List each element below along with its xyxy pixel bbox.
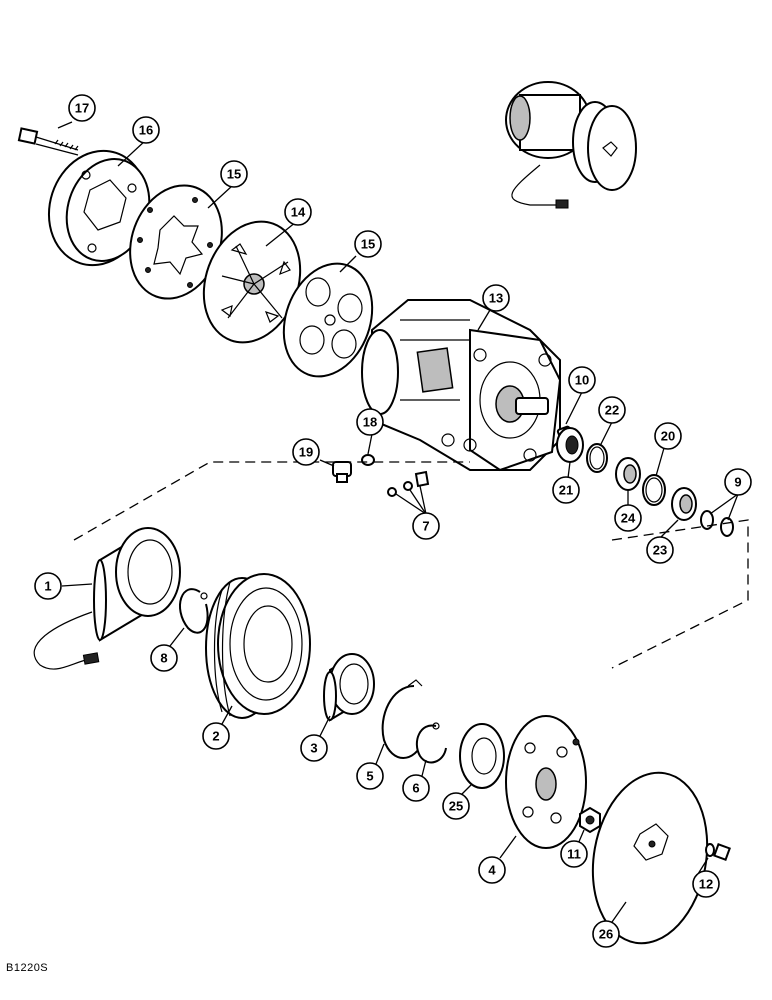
part-9-shims — [700, 510, 734, 537]
svg-text:12: 12 — [699, 877, 713, 892]
callout-17: 17 — [68, 94, 96, 122]
part-23-felt-ring — [671, 487, 697, 521]
callout-11: 11 — [560, 840, 588, 868]
callout-20: 20 — [654, 422, 682, 450]
callout-15b: 15 — [354, 230, 382, 258]
callout-13: 13 — [482, 284, 510, 312]
part-19-plug — [332, 461, 352, 483]
svg-text:10: 10 — [575, 373, 589, 388]
svg-text:6: 6 — [412, 781, 419, 796]
callout-1: 1 — [34, 572, 62, 600]
callout-14: 14 — [284, 198, 312, 226]
svg-text:21: 21 — [559, 483, 573, 498]
svg-text:8: 8 — [160, 651, 167, 666]
part-24-seal-seat — [615, 457, 641, 491]
callout-15: 15 — [220, 160, 248, 188]
part-21-seal — [556, 427, 584, 463]
callout-19: 19 — [292, 438, 320, 466]
part-2-pulley — [205, 573, 311, 719]
callout-23: 23 — [646, 536, 674, 564]
part-12-screw-washer — [705, 843, 731, 861]
svg-text:9: 9 — [734, 475, 741, 490]
svg-text:14: 14 — [291, 205, 306, 220]
svg-text:11: 11 — [567, 847, 581, 862]
svg-text:1: 1 — [44, 579, 51, 594]
part-13-compressor-body — [361, 299, 562, 472]
callout-12: 12 — [692, 870, 720, 898]
callout-5: 5 — [356, 762, 384, 790]
figure-id-label: B1220S — [6, 962, 49, 974]
svg-text:18: 18 — [363, 415, 377, 430]
part-15-shim-plate-lower — [282, 262, 374, 378]
svg-text:20: 20 — [661, 429, 675, 444]
svg-text:13: 13 — [489, 291, 503, 306]
callout-26: 26 — [592, 920, 620, 948]
svg-text:19: 19 — [299, 445, 313, 460]
callout-6: 6 — [402, 774, 430, 802]
svg-text:2: 2 — [212, 729, 219, 744]
svg-text:24: 24 — [621, 511, 636, 526]
svg-text:4: 4 — [488, 863, 496, 878]
part-14-drive-plate — [202, 220, 302, 344]
svg-text:22: 22 — [605, 403, 619, 418]
part-11-nut — [579, 806, 601, 834]
callout-9: 9 — [724, 468, 752, 496]
part-4-clutch-hub-plate — [505, 715, 587, 849]
callout-21: 21 — [552, 476, 580, 504]
part-26-front-cover — [591, 771, 709, 945]
svg-text:5: 5 — [366, 769, 373, 784]
leader-lines — [57, 121, 739, 923]
callout-3: 3 — [300, 734, 328, 762]
svg-text:7: 7 — [422, 519, 429, 534]
callout-2: 2 — [202, 722, 230, 750]
callout-7: 7 — [412, 512, 440, 540]
part-3-pulley-bearing — [323, 653, 375, 722]
svg-text:23: 23 — [653, 543, 667, 558]
callout-18: 18 — [356, 408, 384, 436]
callout-8: 8 — [150, 644, 178, 672]
part-22-snap-ring — [586, 443, 608, 473]
svg-text:25: 25 — [449, 799, 463, 814]
part-6-snap-ring — [415, 722, 447, 764]
svg-text:17: 17 — [75, 101, 89, 116]
part-15-shim-plate-upper — [129, 184, 223, 300]
part-18-o-ring — [361, 454, 375, 466]
svg-text:15: 15 — [361, 237, 375, 252]
part-1-field-coil — [33, 527, 181, 670]
part-7-screws — [387, 470, 430, 497]
part-20-retaining-ring — [642, 474, 666, 506]
svg-text:16: 16 — [139, 123, 153, 138]
callout-24: 24 — [614, 504, 642, 532]
part-25-shim — [459, 723, 505, 789]
part-17-bolt — [17, 127, 79, 156]
callout-22: 22 — [598, 396, 626, 424]
assembly-boundary-dashed — [73, 461, 749, 669]
callout-10: 10 — [568, 366, 596, 394]
part-8-snap-ring — [179, 588, 209, 634]
svg-text:26: 26 — [599, 927, 613, 942]
svg-text:3: 3 — [310, 741, 317, 756]
callout-4: 4 — [478, 856, 506, 884]
svg-text:15: 15 — [227, 167, 241, 182]
assembled-compressor-illustration — [505, 81, 637, 209]
part-5-retaining-ring — [381, 679, 425, 759]
callout-25: 25 — [442, 792, 470, 820]
callout-16: 16 — [132, 116, 160, 144]
